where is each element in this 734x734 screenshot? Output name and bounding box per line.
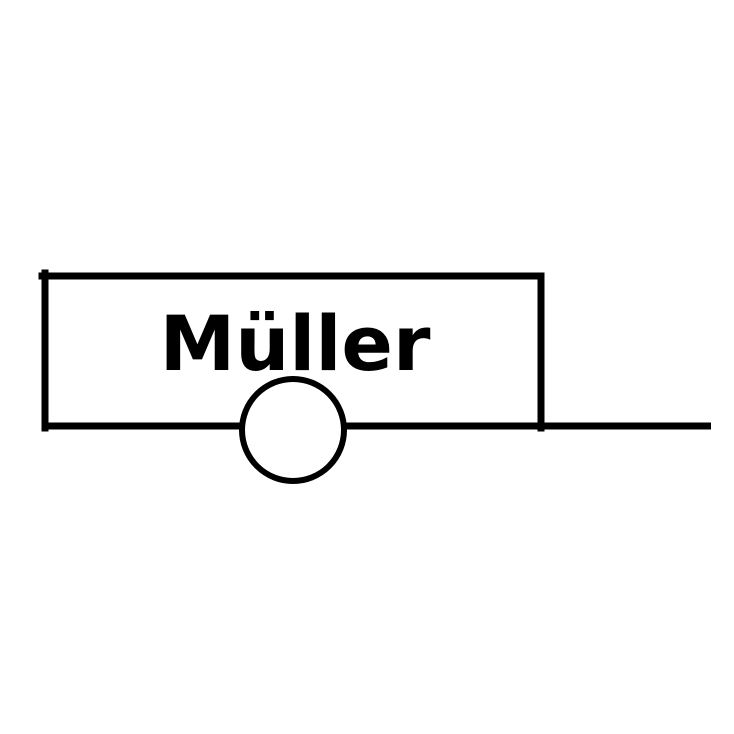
brand-name: Müller: [160, 299, 431, 388]
trailer-wheel: [239, 376, 347, 484]
